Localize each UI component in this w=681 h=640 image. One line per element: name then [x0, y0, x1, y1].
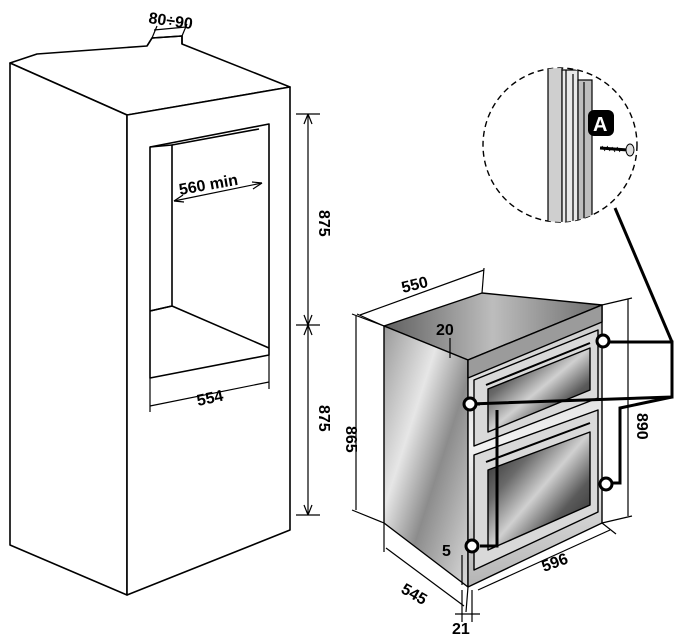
oven-upper-handle	[485, 342, 591, 386]
cabinet-slot	[146, 35, 183, 47]
fixing-leaders	[469, 207, 674, 548]
label-oven-height: 865	[342, 426, 359, 453]
niche-inner-back	[171, 128, 260, 146]
fixing-point-top-right	[595, 333, 611, 349]
oven-control-panel	[467, 304, 603, 379]
cabinet	[9, 35, 291, 596]
detail-badge: A	[588, 110, 614, 136]
oven-lower-handle	[485, 422, 591, 463]
label-door-offset: 21	[452, 621, 470, 638]
detail-frame-outer	[547, 68, 563, 222]
detail-callout: A	[482, 67, 638, 223]
fixing-point-mid-left	[462, 396, 478, 412]
label-front-height: 890	[633, 413, 650, 440]
cabinet-dimension-lines	[149, 23, 320, 516]
label-slot-depth: 80÷90	[147, 10, 193, 33]
detail-frame-mid	[561, 69, 579, 222]
label-bottom-gap: 5	[442, 543, 451, 560]
label-top-gap: 20	[436, 322, 454, 339]
niche-inner-floor	[149, 305, 270, 349]
cabinet-left-face	[9, 62, 128, 596]
label-lower-height: 875	[315, 405, 332, 432]
label-front-width: 596	[540, 551, 571, 576]
oven-side	[383, 325, 469, 588]
oven-upper-window	[487, 347, 591, 433]
fixing-points	[462, 333, 614, 554]
label-depth-545: 545	[398, 581, 430, 609]
fixing-point-bottom-right	[598, 476, 614, 492]
oven	[383, 292, 603, 588]
label-cavity-width: 554	[195, 388, 225, 410]
oven-lower-window	[487, 431, 591, 551]
screw-icon	[599, 143, 635, 157]
label-upper-height: 875	[315, 210, 332, 237]
label-oven-depth: 550	[400, 274, 430, 297]
oven-dimension-lines	[351, 267, 633, 622]
detail-badge-label: A	[593, 114, 607, 136]
fixing-point-bottom-left	[464, 538, 480, 554]
detail-frame-inner	[577, 79, 593, 222]
